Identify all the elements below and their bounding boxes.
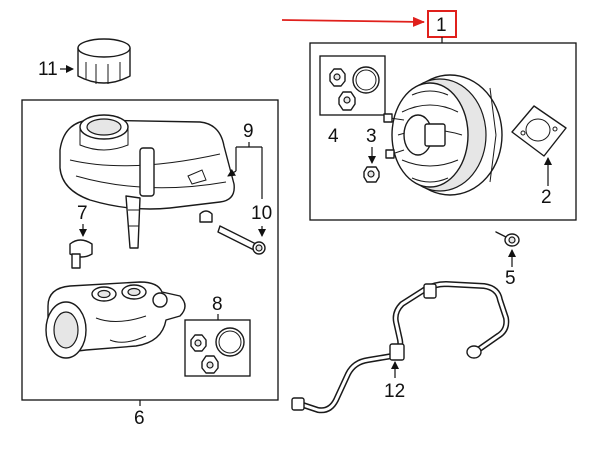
vacuum-hose-12 (291, 281, 510, 414)
callout-6: 6 (134, 408, 145, 429)
master-cylinder (45, 281, 186, 359)
callout-1: 1 (436, 15, 447, 36)
callout-12: 12 (384, 381, 405, 402)
callout-11: 11 (38, 59, 58, 80)
callout-7: 7 (77, 203, 88, 224)
callout-10: 10 (251, 203, 272, 224)
seal-kit-parts-4 (329, 66, 380, 111)
bracket-leader-9 (235, 142, 263, 199)
fitting-7 (69, 239, 93, 269)
master-cylinder-group-frame (21, 99, 279, 401)
stud-5 (495, 231, 520, 247)
seal-kit-box-4 (319, 55, 386, 116)
reservoir-cap-11 (77, 38, 131, 84)
nut-3 (363, 166, 380, 183)
callout-8: 8 (212, 294, 223, 315)
brake-booster (383, 74, 503, 196)
seal-kit-parts-8 (190, 327, 245, 374)
highlight-arrow (281, 16, 425, 27)
callout-5: 5 (505, 268, 516, 289)
level-sensor-10 (217, 225, 266, 255)
leader-9 (227, 168, 237, 177)
callout-9: 9 (243, 121, 254, 142)
callout-2: 2 (541, 187, 552, 208)
booster-group-frame (309, 42, 577, 221)
callout-4: 4 (328, 126, 339, 147)
gasket-2 (511, 105, 567, 157)
fluid-reservoir (59, 114, 235, 249)
callout-3: 3 (366, 126, 377, 147)
